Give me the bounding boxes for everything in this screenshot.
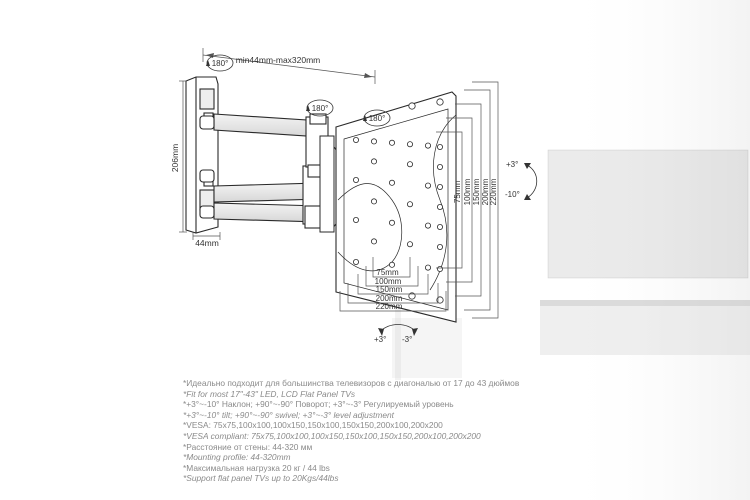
upper-arm xyxy=(199,113,329,178)
vesa-hole xyxy=(406,141,413,148)
bracket-width-label: 44mm xyxy=(195,238,219,248)
tilt-arrow xyxy=(524,163,538,200)
vesa-hole xyxy=(436,143,443,150)
vesa-horizontal-dimension-line xyxy=(357,274,429,295)
vesa-hole xyxy=(424,222,431,229)
vesa-vertical-label: 150mm xyxy=(472,178,481,205)
vesa-horizontal-label: 220mm xyxy=(376,302,403,311)
vesa-hole xyxy=(424,182,431,189)
vesa-hole xyxy=(436,243,443,250)
rotation-arm-label: 180° xyxy=(312,104,329,113)
vesa-hole xyxy=(424,142,431,149)
arm-length-label: min44mm-max320mm xyxy=(236,55,321,65)
vesa-holes xyxy=(352,98,444,304)
lower-arm xyxy=(199,165,326,229)
vesa-vertical-dimension-line xyxy=(464,89,491,311)
vesa-horizontal-label: 75mm xyxy=(376,268,399,277)
vesa-hole xyxy=(406,241,413,248)
vesa-vertical-dimension-line xyxy=(436,131,463,269)
vesa-plate xyxy=(335,91,457,323)
spec-fit-en: *Fit for most 17"-43" LED, LCD Flat Pane… xyxy=(183,388,356,399)
vesa-horizontal-dimension-line xyxy=(347,283,439,304)
vesa-hole xyxy=(424,264,431,271)
spec-vesa-en: *VESA compliant: 75x75,100x100,100x150,1… xyxy=(183,430,481,441)
tilt-down-label: -10° xyxy=(505,190,520,199)
tilt-up-label: +3° xyxy=(506,160,518,169)
rotation-arrows xyxy=(206,54,391,127)
spec-load-ru: *Максимальная нагрузка 20 кг / 44 lbs xyxy=(183,462,330,473)
spec-adjust-ru: *+3°~-10° Наклон; +90°~-90° Поворот; +3°… xyxy=(183,399,454,410)
vesa-horizontal-label: 150mm xyxy=(376,285,403,294)
spec-load-en: *Support flat panel TVs up to 20Kgs/44lb… xyxy=(183,473,339,484)
background-tv-stand xyxy=(540,300,750,355)
bracket-height-dimension xyxy=(179,80,187,233)
vesa-hole xyxy=(388,139,395,146)
vesa-hole xyxy=(408,292,416,300)
vesa-hole xyxy=(436,296,444,304)
vesa-hole xyxy=(436,98,444,106)
arm-length-dimension xyxy=(202,48,376,84)
vesa-horizontal-dimension-line xyxy=(365,266,419,287)
vesa-hole xyxy=(436,265,443,272)
vesa-hole xyxy=(370,198,377,205)
vesa-vertical-dimension-line xyxy=(446,117,473,283)
spec-fit-ru: *Идеально подходит для большинства телев… xyxy=(183,378,520,388)
spec-vesa-ru: *VESA: 75x75,100x100,100x150,150x100,150… xyxy=(183,420,443,431)
vesa-hole xyxy=(406,161,413,168)
vesa-hole xyxy=(436,183,443,190)
bracket-width-dimension xyxy=(192,232,221,240)
vesa-hole xyxy=(388,219,395,226)
vesa-horizontal-dimensions xyxy=(339,257,447,312)
vesa-vertical-dimension-line xyxy=(455,103,482,297)
vesa-hole xyxy=(352,176,359,183)
level-left-label: +3° xyxy=(374,335,386,344)
vesa-hole xyxy=(436,223,443,230)
vesa-hole xyxy=(370,158,377,165)
vesa-horizontal-label: 200mm xyxy=(376,294,403,303)
background-lamp xyxy=(395,260,401,380)
vesa-hole xyxy=(352,136,359,143)
vesa-hole xyxy=(406,201,413,208)
spec-adjust-en: *+3°~-10° tilt; +90°~-90° swivel; +3°~-3… xyxy=(183,409,394,420)
rotation-wall-label: 180° xyxy=(212,59,229,68)
vesa-hole xyxy=(408,102,416,110)
vesa-hole xyxy=(370,238,377,245)
level-right-label: -3° xyxy=(402,335,412,344)
vesa-vertical-label: 100mm xyxy=(463,178,472,205)
rotation-plate-label: 180° xyxy=(369,114,386,123)
level-arrow xyxy=(378,324,418,336)
vesa-vertical-dimension-line xyxy=(472,81,499,319)
vesa-vertical-label: 220mm xyxy=(489,178,498,205)
vesa-hole xyxy=(436,163,443,170)
vesa-horizontal-dimension-line xyxy=(372,257,411,278)
room-background xyxy=(392,0,750,500)
vesa-hole xyxy=(436,203,443,210)
vesa-vertical-dimensions xyxy=(436,81,499,319)
vesa-hole xyxy=(370,138,377,145)
spec-profile-ru: *Расстояние от стены: 44-320 мм xyxy=(183,441,313,452)
vesa-horizontal-dimension-line xyxy=(339,291,447,312)
background-tv-screen xyxy=(548,150,748,278)
vesa-hole xyxy=(388,179,395,186)
spec-list: *Идеально подходит для большинства телев… xyxy=(183,378,603,484)
vesa-hole xyxy=(388,261,395,268)
vesa-horizontal-label: 100mm xyxy=(375,277,402,286)
bracket-height-label: 206mm xyxy=(170,144,180,172)
vesa-hole xyxy=(352,258,359,265)
background-sofa xyxy=(392,318,462,378)
spec-profile-en: *Mounting profile: 44-320mm xyxy=(183,452,291,463)
vesa-vertical-label: 200mm xyxy=(481,178,490,205)
vesa-hole xyxy=(352,216,359,223)
vesa-vertical-label: 75mm xyxy=(453,181,462,204)
